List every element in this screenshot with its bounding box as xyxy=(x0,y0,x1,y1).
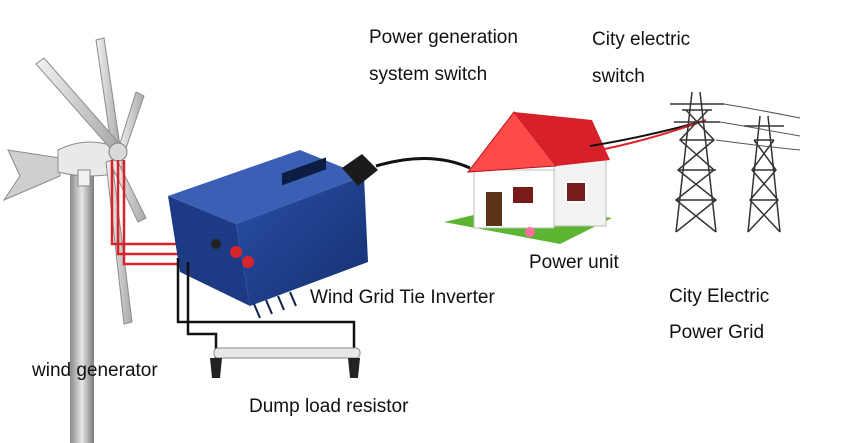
cable-to-house xyxy=(375,157,471,170)
dump-load-resistor-label: Dump load resistor xyxy=(249,396,409,417)
transmission-tower-2 xyxy=(744,115,784,233)
black-wire-1 xyxy=(176,258,356,362)
house-to-grid-cable xyxy=(589,121,701,147)
resistor-bracket-left xyxy=(210,358,222,378)
inverter-display xyxy=(282,157,326,186)
turbine-tower xyxy=(70,170,94,443)
house-roof-side xyxy=(514,112,610,166)
resistor-bracket-right xyxy=(348,358,360,378)
turbine-hub xyxy=(108,142,128,162)
plug-body xyxy=(342,154,378,186)
inverter-front-face xyxy=(168,196,250,306)
power-generation-switch-label-line1: Power generation xyxy=(369,27,518,48)
wind-grid-tie-inverter xyxy=(168,150,368,319)
turbine-tail-fin xyxy=(2,149,61,202)
grid-red-line-1 xyxy=(599,119,707,151)
transmission-tower-1 xyxy=(670,91,724,233)
house-power-unit xyxy=(444,111,612,244)
house-door xyxy=(486,192,502,226)
inverter-heatsink-fins xyxy=(253,291,297,319)
wind-grid-tie-inverter-label: Wind Grid Tie Inverter xyxy=(310,287,495,308)
red-wire-2 xyxy=(116,160,196,256)
turbine-junction-box xyxy=(77,169,91,187)
ac-output-cable xyxy=(342,154,471,186)
power-unit-label: Power unit xyxy=(529,252,619,273)
wind-generator-label: wind generator xyxy=(32,360,158,381)
house-window-2 xyxy=(565,181,587,203)
inverter-terminal-red-2 xyxy=(242,256,254,268)
inverter-side-face xyxy=(236,176,368,306)
resistor-tube xyxy=(213,347,361,359)
city-electric-switch-label-line1: City electric xyxy=(592,29,691,50)
city-electric-grid-label-line1: City Electric xyxy=(669,286,770,307)
house-flowers xyxy=(525,227,535,237)
dump-load-resistor xyxy=(210,347,361,378)
power-lines xyxy=(715,103,801,151)
house-window-1 xyxy=(511,185,535,205)
red-wire-1 xyxy=(110,160,186,246)
inverter-terminal-red-1 xyxy=(230,246,242,258)
city-electric-grid-label-line2: Power Grid xyxy=(669,322,765,343)
power-generation-switch-label-line2: system switch xyxy=(369,64,488,85)
city-electric-switch-label-line2: switch xyxy=(592,66,645,87)
inverter-terminal-black xyxy=(211,239,221,249)
